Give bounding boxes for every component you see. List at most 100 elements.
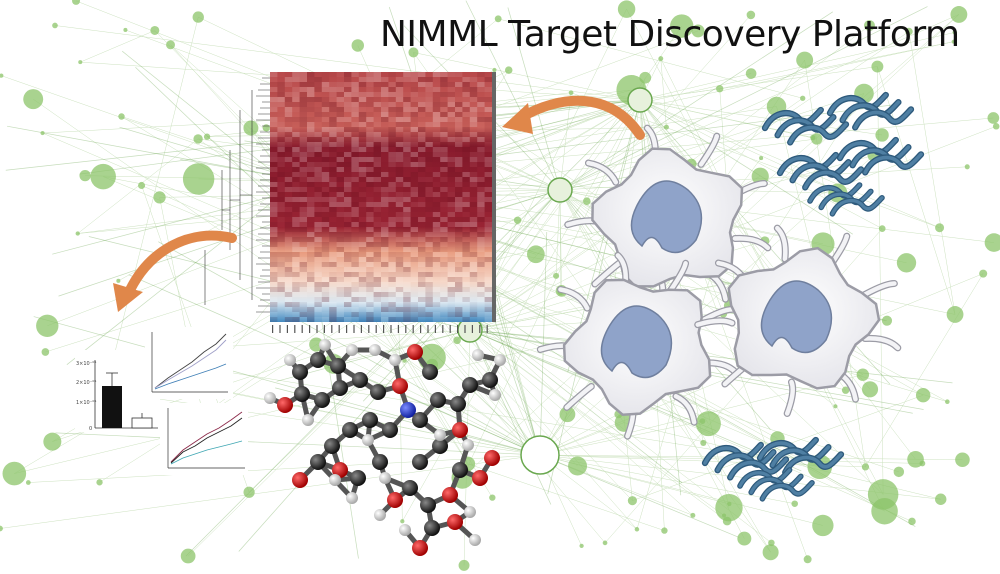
atom	[319, 339, 331, 351]
atom	[412, 412, 428, 428]
atom	[412, 454, 428, 470]
atom	[464, 506, 476, 518]
atom	[484, 450, 500, 466]
network-node	[192, 11, 204, 23]
network-node	[661, 527, 668, 534]
network-node	[492, 67, 497, 73]
cell-icon	[536, 124, 902, 440]
protein	[776, 151, 865, 191]
network-node	[791, 500, 798, 507]
network-node	[90, 163, 116, 190]
network-node	[579, 543, 584, 549]
atom	[374, 509, 386, 521]
atom	[342, 422, 358, 438]
network-node	[878, 225, 886, 232]
atom	[314, 392, 330, 408]
network-node	[116, 278, 121, 283]
page-title: NIMML Target Discovery Platform	[380, 14, 960, 55]
network-node	[193, 134, 203, 144]
network-node	[351, 39, 365, 52]
network-hub-node	[520, 435, 560, 475]
atom	[352, 372, 368, 388]
network-node	[79, 170, 91, 182]
network-node	[2, 461, 27, 486]
atom	[379, 472, 391, 484]
network-node	[908, 517, 916, 526]
network-node	[746, 10, 756, 20]
network-node	[627, 496, 637, 506]
heatmap-icon	[204, 72, 496, 333]
network-node	[23, 89, 44, 110]
atom	[310, 352, 326, 368]
atom	[346, 492, 358, 504]
atom	[442, 487, 458, 503]
y-tick-label: 2×10⁻⁰⁵	[76, 380, 96, 386]
network-node	[526, 245, 545, 264]
atom	[329, 474, 341, 486]
atom	[430, 392, 446, 408]
dendrogram	[204, 77, 270, 313]
network-node	[568, 456, 588, 476]
atom	[469, 534, 481, 546]
network-node	[36, 314, 59, 337]
network-node	[875, 128, 889, 142]
network-node	[987, 112, 1000, 124]
y-tick-label: 1×10⁻⁰⁵	[76, 400, 96, 406]
network-node	[617, 0, 636, 18]
network-node	[138, 181, 146, 189]
network-hub-node	[547, 177, 573, 203]
network-node	[78, 60, 83, 65]
network-node	[856, 368, 870, 381]
atom	[432, 438, 448, 454]
protein	[826, 91, 915, 131]
protein	[701, 441, 790, 481]
network-node	[513, 216, 522, 225]
arrow-icon	[502, 95, 645, 140]
atom	[264, 392, 276, 404]
atom	[400, 402, 416, 418]
network-node	[699, 418, 706, 424]
atom	[350, 470, 366, 486]
protein	[836, 136, 925, 176]
network-node	[568, 90, 574, 96]
atom	[372, 454, 388, 470]
network-node	[453, 336, 461, 345]
atom	[302, 414, 314, 426]
network-node	[40, 131, 45, 136]
network-node	[945, 399, 950, 404]
network-node	[96, 479, 103, 486]
network-node	[861, 381, 879, 398]
network-node	[861, 463, 870, 471]
atom	[284, 354, 296, 366]
network-node	[43, 432, 62, 451]
network-node	[812, 514, 834, 537]
network-node	[833, 404, 838, 409]
atom	[450, 396, 466, 412]
protein	[756, 436, 845, 476]
atom	[387, 492, 403, 508]
atom	[332, 462, 348, 478]
atom	[369, 344, 381, 356]
atom	[362, 434, 374, 446]
atom	[452, 462, 468, 478]
y-tick-label: 0	[89, 426, 92, 432]
network-node	[52, 22, 58, 29]
nucleus	[760, 280, 833, 354]
network-node	[935, 223, 945, 233]
cell	[536, 251, 739, 440]
network-node	[759, 156, 764, 161]
network-node	[896, 253, 917, 273]
atom	[462, 439, 474, 451]
network-node	[72, 0, 81, 5]
network-node	[41, 348, 50, 356]
atom	[370, 384, 386, 400]
network-node	[810, 134, 816, 141]
network-node	[118, 113, 125, 120]
network-node	[602, 540, 608, 546]
network-node	[123, 27, 128, 32]
network-node	[309, 337, 324, 352]
cell	[694, 224, 902, 417]
network-node	[559, 406, 576, 423]
protein	[737, 467, 815, 502]
nucleus	[600, 305, 673, 379]
